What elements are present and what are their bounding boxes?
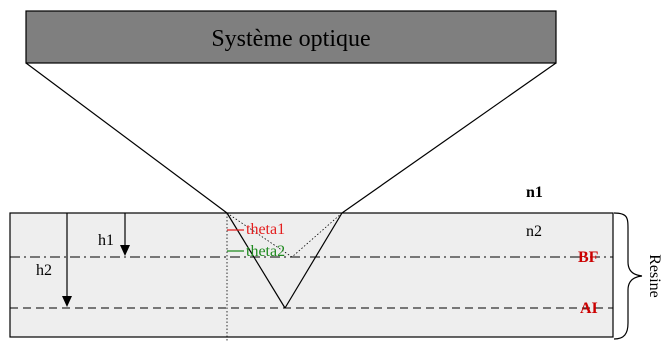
- optical-system-label: Système optique: [211, 26, 370, 52]
- h2-arrowhead: [62, 296, 72, 307]
- ai-label: AI: [580, 300, 598, 317]
- theta2-label: theta2: [246, 243, 285, 260]
- h2-label: h2: [36, 262, 52, 279]
- n2-label: n2: [526, 223, 542, 240]
- cone-left-line: [25, 62, 228, 214]
- resine-label: Resine: [646, 254, 663, 298]
- h1-arrowhead: [120, 245, 130, 256]
- bf-label: BF: [578, 249, 599, 266]
- dotted-continuation: [226, 212, 293, 258]
- theta1-label: theta1: [246, 221, 285, 238]
- refracted-left-ray: [226, 212, 286, 309]
- resin-slab: [9, 212, 614, 338]
- refracted-right-ray: [284, 212, 343, 309]
- dotted-continuation-right: [291, 212, 343, 258]
- h1-label: h1: [98, 232, 114, 249]
- resin-brace: [613, 212, 643, 340]
- cone-right-line: [341, 62, 557, 214]
- n1-label: n1: [526, 184, 543, 201]
- optical-system-box: [25, 10, 557, 64]
